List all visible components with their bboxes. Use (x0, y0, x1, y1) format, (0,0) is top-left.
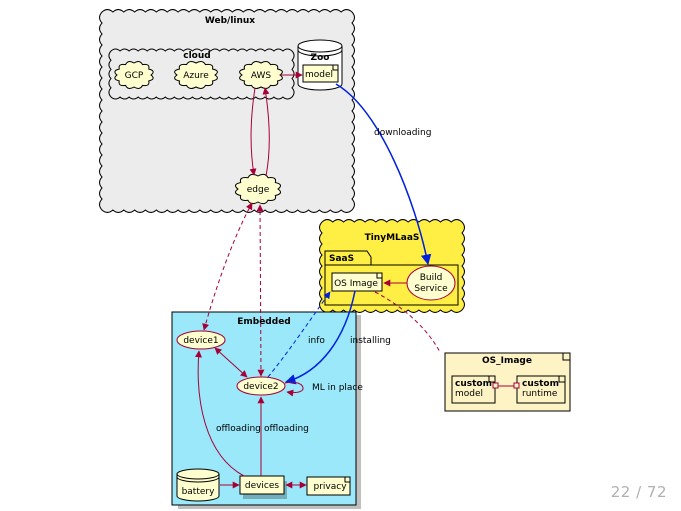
installing-arrow (284, 290, 356, 385)
info-label: info (308, 336, 325, 346)
privacy-artifact: privacy (306, 476, 351, 496)
battery-database: battery (176, 468, 220, 502)
gcp-node: GCP (114, 61, 154, 89)
azure-node: Azure (174, 61, 218, 89)
device2-label: device2 (243, 382, 278, 392)
custom-runtime-label-2: runtime (522, 389, 558, 399)
devices-label: devices (245, 481, 280, 491)
info-arrow (267, 291, 331, 378)
aws-node: AWS (239, 61, 283, 89)
gcp-label: GCP (125, 71, 144, 81)
downloading-label: downloading (374, 128, 431, 138)
os-image-artifact-label: OS Image (334, 279, 378, 289)
privacy-label: privacy (313, 482, 347, 492)
device1-to-edge-arrow (202, 202, 253, 331)
zoo-title: Zoo (311, 53, 330, 63)
device2-node: device2 (236, 376, 286, 396)
device1-device2-arrow (214, 347, 248, 378)
aws-to-edge-arrow (249, 87, 257, 176)
offloading-right-label: offloading (264, 424, 309, 434)
devices-node: devices (239, 475, 287, 499)
devices-to-device1-arrow (195, 350, 245, 477)
installing-label: installing (350, 336, 391, 346)
model-runtime-link (492, 382, 520, 389)
os-image-artifact: OS Image (331, 272, 383, 292)
custom-runtime-label-1: custom (522, 379, 559, 389)
embedded-title: Embedded (237, 317, 291, 327)
osimage-link (374, 291, 441, 353)
custom-model-label-1: custom (455, 379, 492, 389)
saas-title: SaaS (329, 254, 354, 264)
build-service-label-1: Build (420, 273, 443, 283)
build-service-node: Build Service (406, 265, 456, 301)
device2-to-edge-arrow (256, 204, 265, 377)
ml-in-place-loop (284, 381, 304, 397)
model-artifact: model (302, 64, 339, 83)
connectors: downloading installing info ML in place … (195, 71, 441, 489)
offloading-left-label: offloading (216, 424, 261, 434)
edge-label: edge (247, 185, 270, 195)
model-label: model (305, 70, 333, 80)
device1-node: device1 (176, 330, 226, 350)
web-linux-title: Web/linux (205, 16, 255, 26)
page-number: 22 / 72 (610, 483, 667, 501)
custom-runtime-component: custom runtime (516, 375, 566, 404)
azure-label: Azure (183, 71, 209, 81)
custom-model-component: custom model (451, 375, 496, 404)
ml-in-place-label: ML in place (312, 383, 363, 393)
downloading-arrow (335, 83, 432, 266)
build-service-label-2: Service (414, 284, 448, 294)
battery-label: battery (182, 487, 216, 497)
edge-node: edge (235, 173, 281, 205)
device1-label: device1 (183, 336, 218, 346)
custom-model-label-2: model (455, 389, 483, 399)
tinymlaas-title: TinyMLaaS (365, 233, 420, 243)
cloud-title: cloud (183, 51, 210, 61)
os-image-package-title: OS_Image (482, 356, 532, 366)
aws-label: AWS (251, 71, 272, 81)
edge-to-aws-arrow (262, 87, 270, 177)
